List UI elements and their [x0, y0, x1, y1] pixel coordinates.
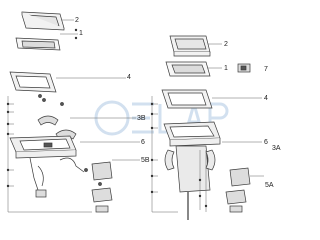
- label-right-6: 6: [264, 139, 268, 146]
- label-left-2: 2: [75, 17, 79, 24]
- left-bottom-parts: [84, 161, 113, 213]
- right-switch-part: [237, 63, 251, 73]
- right-lower-body: [164, 145, 216, 193]
- left-cable-connector: [35, 189, 47, 198]
- right-bottom-parts: [225, 167, 251, 213]
- label-right-5a: 5A: [265, 182, 274, 189]
- right-housing: [163, 121, 221, 147]
- right-display-glass: [165, 61, 211, 77]
- right-side-markers: [150, 102, 208, 208]
- label-left-4: 4: [127, 74, 131, 81]
- label-left-5b: 5B: [141, 157, 150, 164]
- left-frame: [9, 71, 57, 93]
- right-assembly: [150, 35, 264, 220]
- left-assembly: [6, 11, 140, 213]
- label-right-3a: 3A: [272, 145, 281, 152]
- label-right-4: 4: [264, 95, 268, 102]
- left-screws: [38, 94, 64, 106]
- label-right-2: 2: [224, 41, 228, 48]
- left-housing: [9, 135, 77, 159]
- label-left-3b: 3B: [137, 115, 146, 122]
- left-clips: [37, 115, 77, 140]
- label-right-7: 7: [264, 66, 268, 73]
- right-leaders: [151, 43, 264, 213]
- right-top-cover: [169, 35, 211, 57]
- label-left-6: 6: [141, 139, 145, 146]
- label-left-1: 1: [79, 30, 83, 37]
- label-right-1: 1: [224, 65, 228, 72]
- left-side-markers: [6, 28, 78, 188]
- right-frame: [161, 89, 213, 109]
- exploded-parts-diagram: [6, 11, 264, 220]
- left-display-glass: [15, 37, 61, 51]
- left-top-cover: [21, 11, 65, 31]
